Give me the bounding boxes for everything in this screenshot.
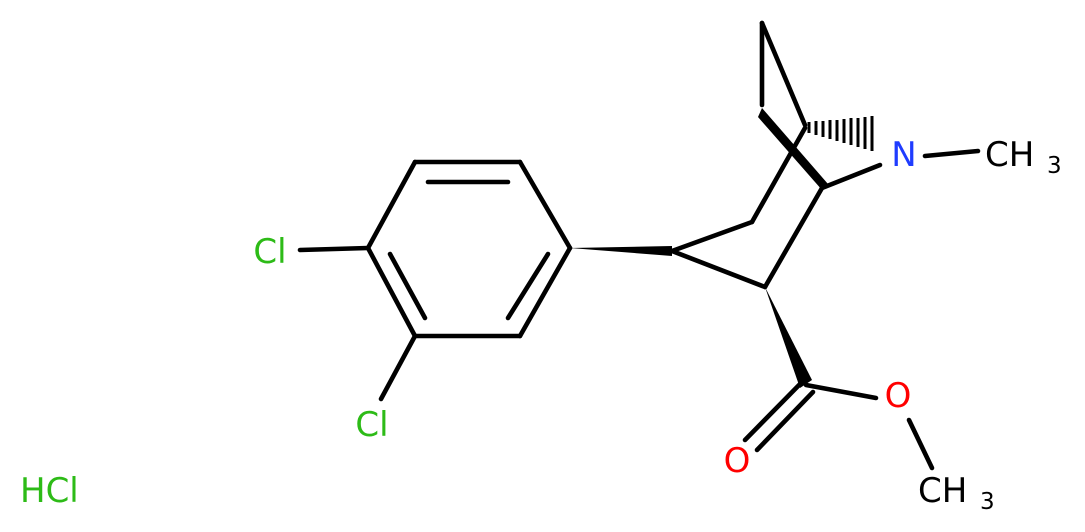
n-methyl-subscript: 3	[1047, 153, 1062, 179]
cl-bond-upper	[297, 245, 371, 253]
ring-bond	[365, 245, 418, 339]
ring-bond	[517, 159, 573, 251]
carbonyl-bond	[742, 377, 807, 443]
skeleton-bond	[669, 219, 755, 254]
carbonyl-bond	[754, 389, 816, 453]
wedge-bond-aryl	[570, 246, 672, 256]
ester-single-bond	[803, 382, 879, 401]
skeleton-bond	[749, 125, 808, 225]
skeleton-bond	[762, 185, 825, 290]
cl-bond-lower	[378, 333, 418, 402]
hcl-salt-label: HCl	[20, 471, 79, 511]
skeleton-bond	[819, 162, 883, 191]
ring-inner-bond	[387, 251, 428, 321]
skeleton-bond	[759, 20, 808, 128]
ester-oxygen-label: O	[885, 376, 912, 416]
ring-inner-bond	[505, 251, 551, 321]
wedge-bond-bridge	[758, 108, 828, 190]
ring-bond	[365, 159, 418, 251]
o-methyl-bond	[906, 417, 935, 471]
chlorine-label-lower: Cl	[355, 405, 388, 445]
tropane-skeleton	[669, 20, 981, 290]
o-methyl-label: CH	[918, 471, 967, 511]
ester-group	[742, 377, 935, 471]
benzene-ring	[365, 159, 573, 339]
n-methyl-label: CH	[985, 135, 1034, 175]
wedge-bond-ester	[765, 287, 812, 388]
carbonyl-oxygen-label: O	[724, 441, 751, 481]
o-methyl-subscript: 3	[980, 489, 995, 515]
ring-bond	[517, 245, 573, 339]
hashed-bond	[807, 116, 874, 151]
skeleton-bond	[669, 248, 768, 290]
n-methyl-bond	[922, 148, 981, 159]
nitrogen-label: N	[891, 135, 916, 175]
chlorine-label-upper: Cl	[253, 232, 286, 272]
